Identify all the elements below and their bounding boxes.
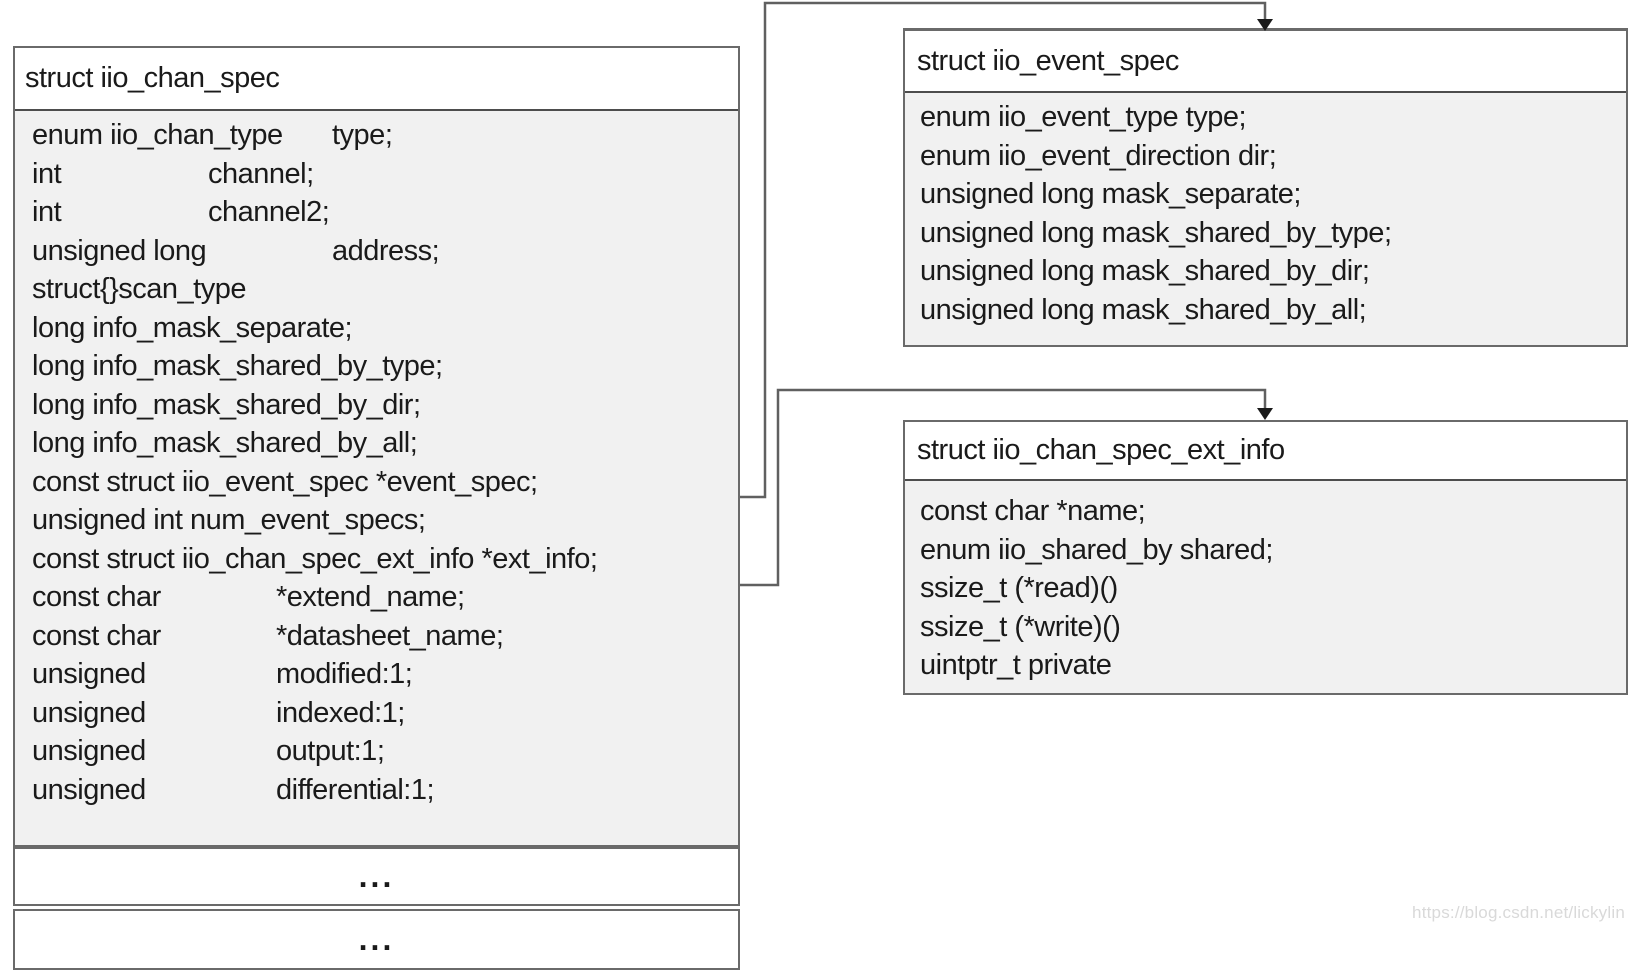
field-type-text: int [32,196,62,228]
field-type-text: unsigned long mask_shared_by_type; [920,216,1392,249]
field-type-text: long info_mask_shared_by_dir; [32,388,421,421]
field-type-text: unsigned [32,658,146,690]
struct-field-row: const char *name; [905,492,1626,531]
field-type-text: long info_mask_shared_by_all; [32,427,418,459]
struct-field-row: int channel; [15,155,738,194]
field-type-text: const struct iio_chan_spec_ext_info *ext… [32,542,598,575]
struct-field-row: unsigned long mask_shared_by_dir; [905,252,1626,291]
struct-field-row: unsigned modified:1; [15,655,738,694]
struct-field-row: unsigned indexed:1; [15,694,738,733]
field-name-text: differential:1; [276,773,435,806]
field-type-text: unsigned long [32,234,207,267]
field-name-text: channel; [208,157,314,190]
field-type-text: enum iio_chan_type [32,119,283,151]
struct-field-row: ssize_t (*read)() [905,569,1626,608]
struct-box-iio-chan-spec: struct iio_chan_spec enum iio_chan_type t… [13,46,740,847]
field-type-text: struct{}scan_type [32,273,246,305]
connector-ext-info-arrowhead-icon [1257,408,1273,420]
struct-field-row: unsigned long address; [15,232,738,271]
field-type-text: unsigned [32,735,146,767]
field-type-text: uintptr_t private [920,649,1112,681]
struct-field-row: unsigned differential:1; [15,771,738,810]
field-type-text: enum iio_shared_by shared; [920,533,1273,566]
watermark-url: https://blog.csdn.net/lickylin [1412,903,1625,922]
struct-field-row: ssize_t (*write)() [905,608,1626,647]
field-type-text: enum iio_event_type type; [920,101,1247,133]
struct-title-iio-chan-spec: struct iio_chan_spec [15,48,738,111]
struct-title-iio-chan-spec-ext-info: struct iio_chan_spec_ext_info [905,422,1626,481]
struct-field-row: unsigned long mask_shared_by_all; [905,291,1626,330]
struct-field-row: long info_mask_shared_by_type; [15,347,738,386]
field-type-text: const char [32,581,161,613]
field-type-text: unsigned long mask_shared_by_dir; [920,255,1370,287]
struct-field-row: long info_mask_separate; [15,309,738,348]
field-type-text: unsigned long mask_shared_by_all; [920,293,1367,326]
struct-title-iio-event-spec: struct iio_event_spec [905,31,1626,93]
struct-field-row: const char *extend_name; [15,578,738,617]
struct-fields-iio-chan-spec-ext-info: const char *name; enum iio_shared_by shar… [905,481,1626,693]
struct-fields-iio-chan-spec: enum iio_chan_type type; int channel; int cha… [15,111,738,845]
field-name-text: *datasheet_name; [276,619,504,652]
field-type-text: enum iio_event_direction dir; [920,139,1277,172]
struct-box-iio-chan-spec-ext-info: struct iio_chan_spec_ext_info const char… [903,420,1628,695]
struct-field-row: int channel2; [15,193,738,232]
ellipsis-row-2: ... [13,909,740,970]
struct-field-row: enum iio_event_type type; [905,98,1626,137]
field-name-text: address; [332,234,440,267]
struct-field-row: struct{}scan_type [15,270,738,309]
field-type-text: unsigned long mask_separate; [920,178,1301,210]
field-type-text: long info_mask_separate; [32,311,353,344]
struct-box-iio-event-spec: struct iio_event_spec enum iio_event_typ… [903,28,1628,347]
ellipsis-row-1: ... [13,847,740,906]
struct-field-row: long info_mask_shared_by_dir; [15,386,738,425]
struct-field-row: unsigned int num_event_specs; [15,501,738,540]
struct-field-row: const struct iio_chan_spec_ext_info *ext… [15,540,738,579]
field-type-text: const char *name; [920,495,1146,527]
struct-fields-iio-event-spec: enum iio_event_type type; enum iio_event_… [905,93,1626,345]
struct-field-row: enum iio_event_direction dir; [905,137,1626,176]
struct-field-row: unsigned long mask_shared_by_type; [905,214,1626,253]
field-type-text: unsigned int num_event_specs; [32,504,426,536]
field-name-text: *extend_name; [276,581,465,613]
field-type-text: const char [32,619,161,652]
field-type-text: int [32,157,62,190]
struct-field-row: long info_mask_shared_by_all; [15,424,738,463]
struct-field-row: unsigned output:1; [15,732,738,771]
struct-field-row: enum iio_chan_type type; [15,116,738,155]
struct-field-row: const struct iio_event_spec *event_spec; [15,463,738,502]
field-type-text: unsigned [32,773,146,806]
field-name-text: modified:1; [276,658,413,690]
field-type-text: const struct iio_event_spec *event_spec; [32,465,538,498]
struct-field-row: const char *datasheet_name; [15,617,738,656]
struct-field-row: enum iio_shared_by shared; [905,531,1626,570]
field-type-text: ssize_t (*write)() [920,610,1121,643]
field-type-text: ssize_t (*read)() [920,572,1118,604]
field-name-text: indexed:1; [276,696,405,729]
struct-field-row: unsigned long mask_separate; [905,175,1626,214]
field-name-text: output:1; [276,735,385,767]
field-type-text: long info_mask_shared_by_type; [32,350,443,382]
field-name-text: type; [332,119,393,151]
field-type-text: unsigned [32,696,146,729]
struct-field-row: uintptr_t private [905,646,1626,685]
field-name-text: channel2; [208,196,330,228]
